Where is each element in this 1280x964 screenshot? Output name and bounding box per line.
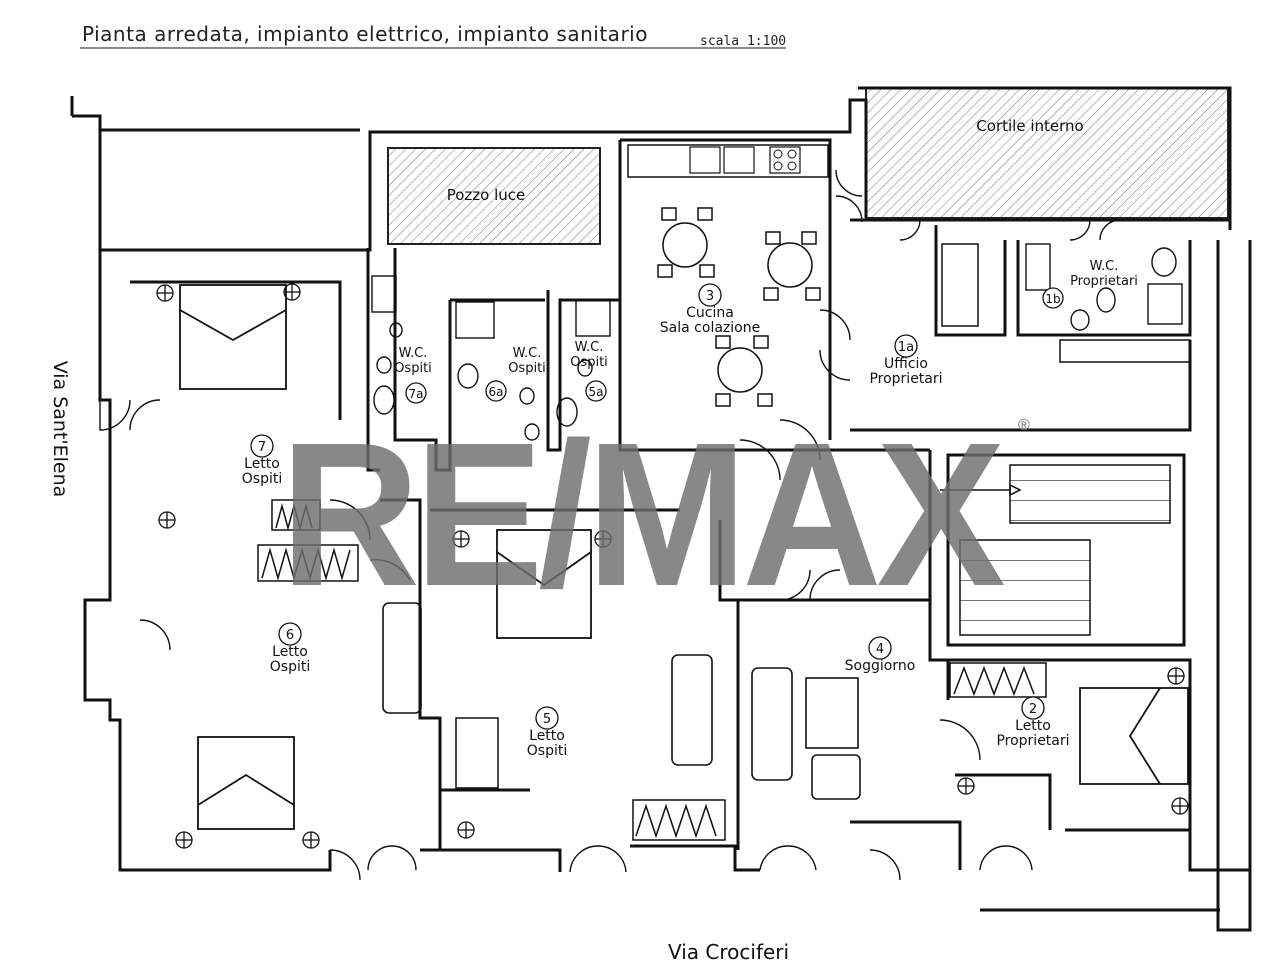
room-number-circle <box>1021 696 1045 720</box>
room-name-line: Soggiorno <box>845 658 916 674</box>
remax-watermark: RE/MAX ® <box>280 400 1030 629</box>
pozzo-luce-area <box>387 147 601 245</box>
pozzo-luce-label: Pozzo luce <box>447 186 526 204</box>
room-name-line: W.C. <box>1090 259 1119 274</box>
room-number-circle <box>535 706 559 730</box>
room-name-line: Letto <box>529 728 565 744</box>
exterior-walls <box>70 86 1252 932</box>
room-label-6a: 6a W.C.Ospiti <box>485 346 546 402</box>
room-label-7a: 7a W.C.Ospiti <box>394 346 432 404</box>
room-number-circle <box>485 380 507 402</box>
room-name-line: Cucina <box>686 305 734 321</box>
room-number: 6 <box>286 628 294 643</box>
beds <box>179 284 1189 830</box>
room-name-line: Ospiti <box>508 361 546 376</box>
room-number-circle <box>250 434 274 458</box>
room-number: 5 <box>543 712 551 727</box>
scale-label: scala 1:100 <box>700 34 787 49</box>
watermark-registered: ® <box>1018 417 1030 434</box>
room-name-line: Letto <box>1015 718 1051 734</box>
room-name-line: Letto <box>272 644 308 660</box>
room-number-circle <box>405 382 427 404</box>
room-label-1b: 1b W.C.Proprietari <box>1042 259 1138 309</box>
room-name-line: Proprietari <box>1070 274 1138 289</box>
room-name-line: Ospiti <box>394 361 432 376</box>
room-name-line: W.C. <box>575 340 604 355</box>
room-number: 2 <box>1029 702 1037 717</box>
room-name-line: Ospiti <box>527 743 567 759</box>
wardrobes <box>257 499 1047 841</box>
room-name-line: Ospiti <box>570 355 608 370</box>
room-number: 7a <box>409 387 424 401</box>
room-number: 7 <box>258 440 266 455</box>
room-number-circle <box>868 636 892 660</box>
doors <box>99 169 1121 881</box>
room-number-circle <box>585 380 607 402</box>
room-label-5a: 5a W.C.Ospiti <box>570 340 608 402</box>
room-name-line: Proprietari <box>869 371 942 387</box>
room-name-line: W.C. <box>399 346 428 361</box>
cortile-area <box>865 87 1229 219</box>
room-name-line: Ospiti <box>270 659 310 675</box>
staircase <box>940 453 1186 647</box>
desks <box>455 243 1191 789</box>
room-name-line: Ospiti <box>242 471 282 487</box>
room-number-circle <box>894 334 918 358</box>
cortile-label: Cortile interno <box>976 117 1083 135</box>
dining-tables <box>657 207 821 407</box>
room-number: 4 <box>876 642 884 657</box>
room-name-line: Letto <box>244 456 280 472</box>
bathroom-fixtures <box>371 243 1183 441</box>
room-name-line: W.C. <box>513 346 542 361</box>
room-number-circle <box>278 622 302 646</box>
room-number-circle <box>698 283 722 307</box>
room-number: 1a <box>898 340 914 355</box>
plan-title: Pianta arredata, impianto elettrico, imp… <box>82 22 648 46</box>
room-name-line: Ufficio <box>884 356 928 372</box>
kitchen-counter <box>627 144 829 178</box>
light-fixtures <box>156 283 1189 849</box>
room-name-line: Sala colazione <box>660 320 760 336</box>
room-number: 1b <box>1045 292 1060 306</box>
room-number: 6a <box>489 385 504 399</box>
room-number: 5a <box>589 385 604 399</box>
room-number: 3 <box>706 289 714 304</box>
room-number-circle <box>1042 287 1064 309</box>
watermark-text: RE/MAX <box>280 400 1004 629</box>
sofas <box>382 602 861 800</box>
room-name-line: Proprietari <box>996 733 1069 749</box>
